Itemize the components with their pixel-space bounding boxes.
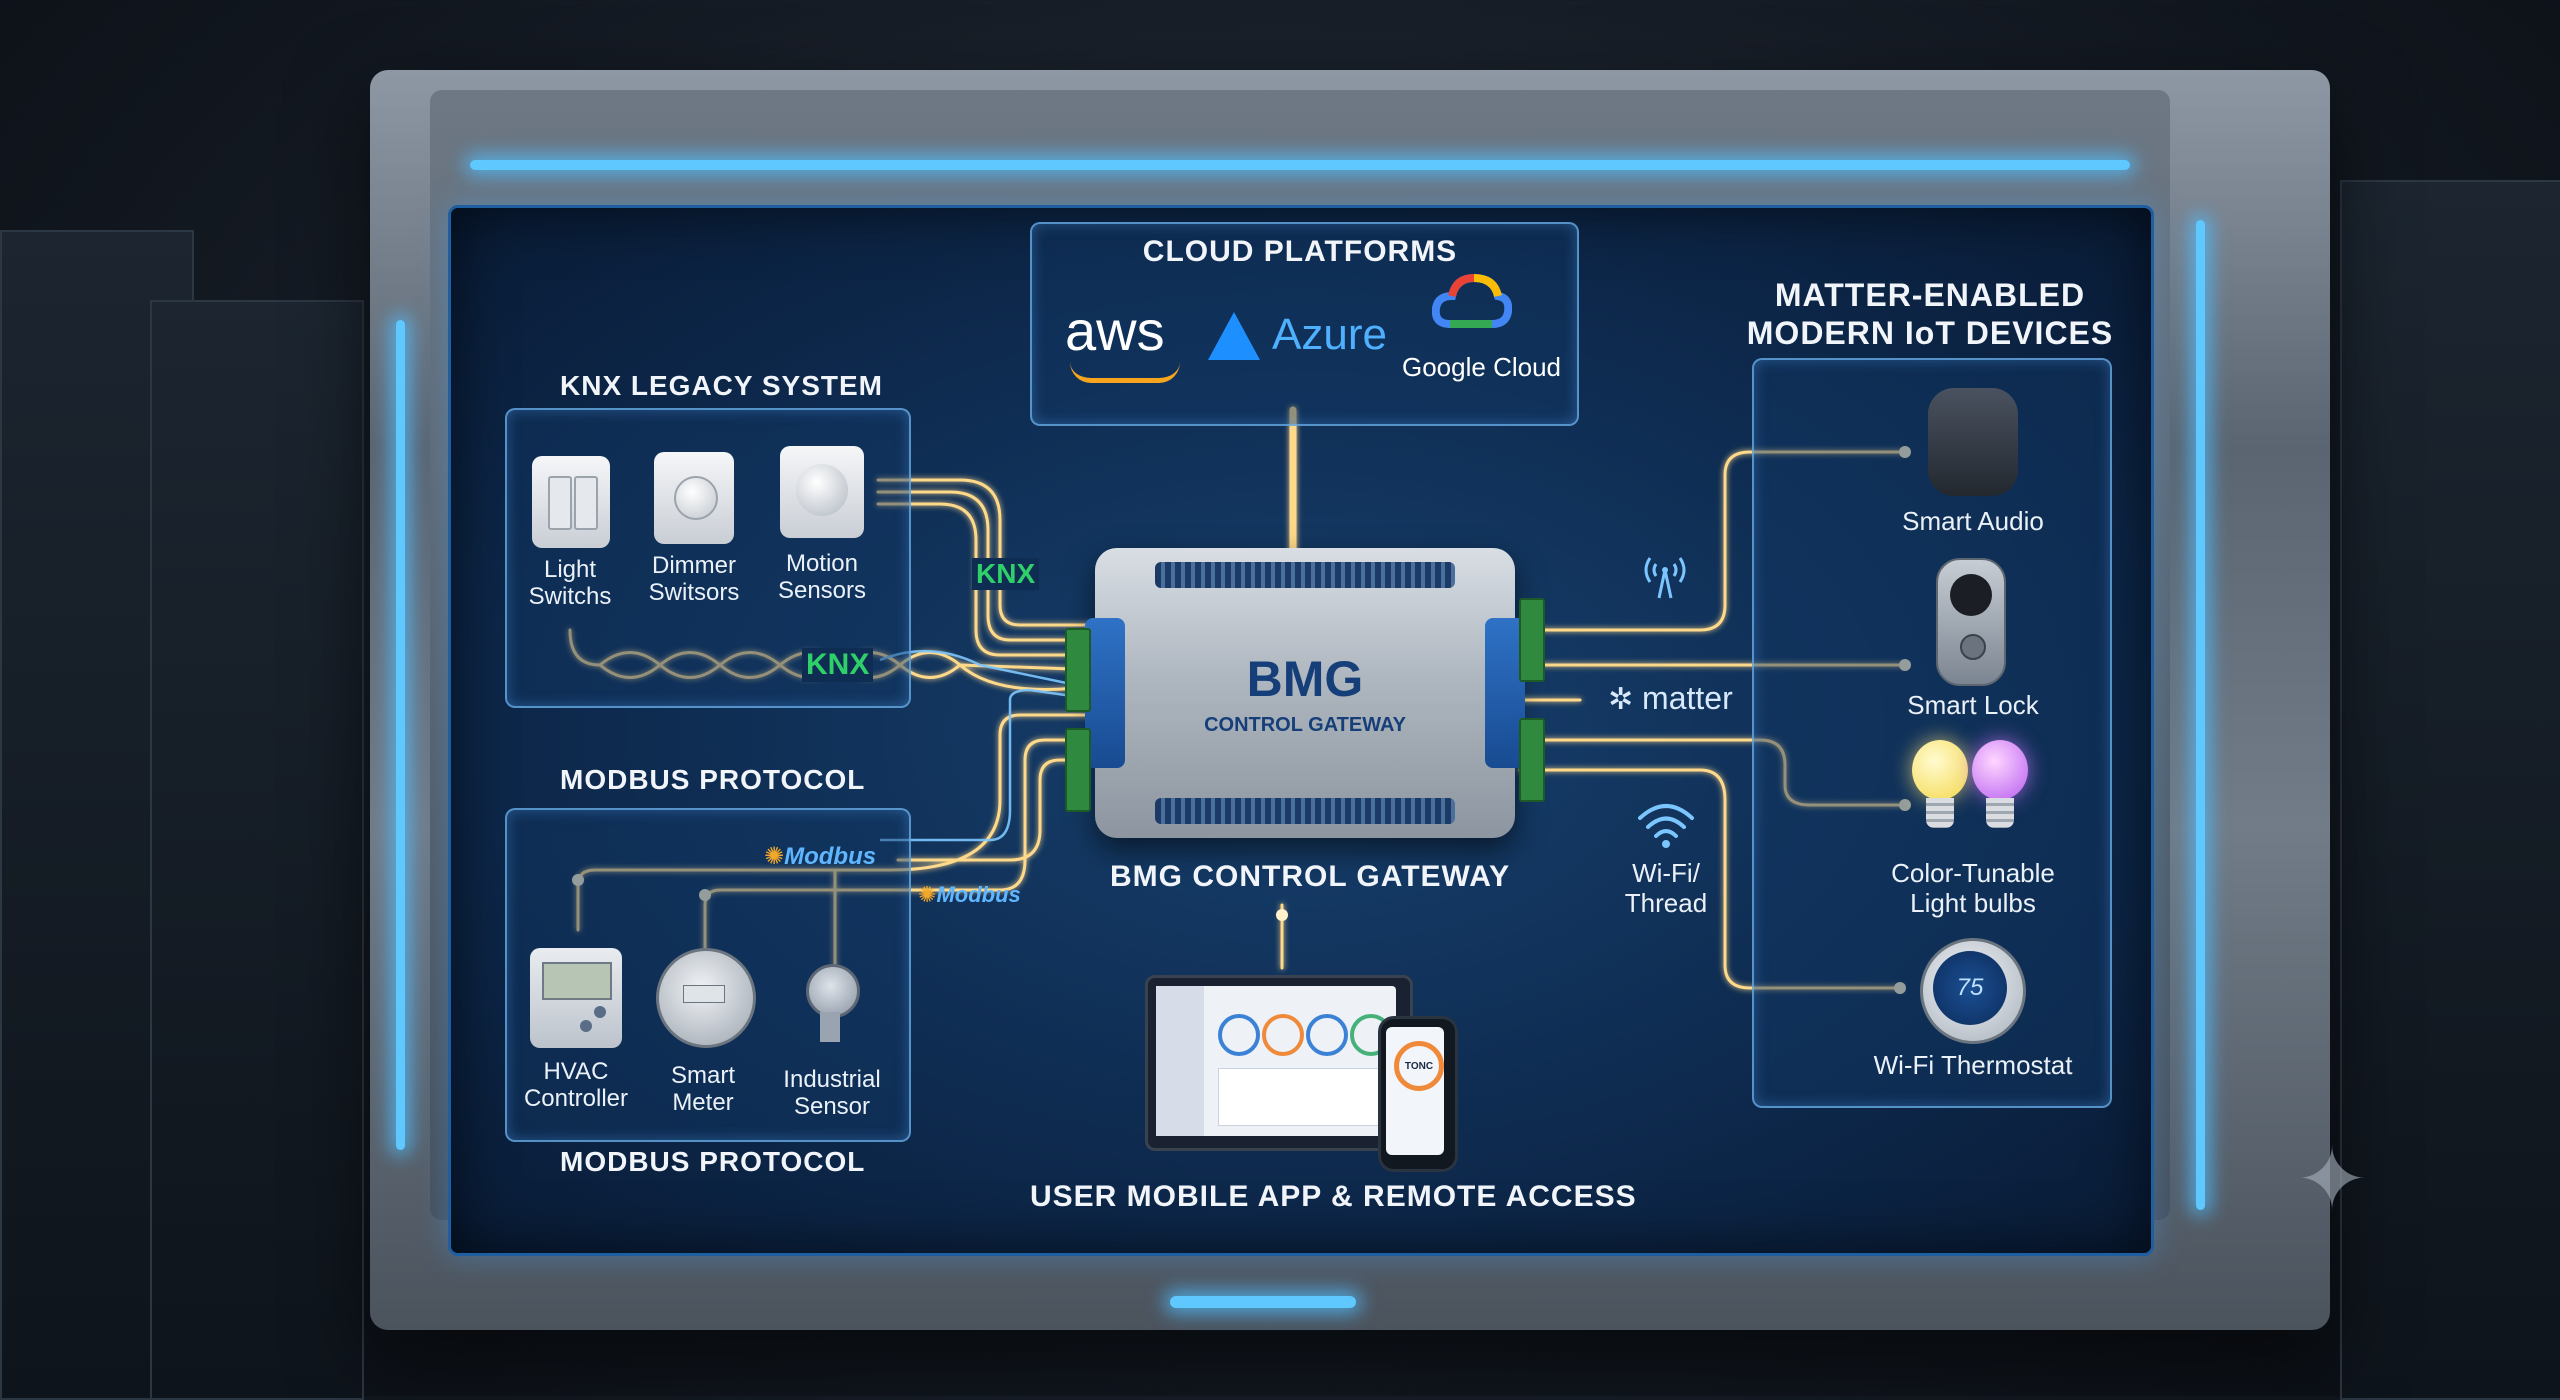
matter-star-icon: ✲ [1608,683,1634,716]
knx-badge-top: KNX [972,558,1040,590]
phone-app-icon: TONC [1378,1016,1458,1172]
modbus-badge-1: ✺Modbus [764,843,877,870]
line-matter-thermostat [1518,768,1902,990]
matter-logo: ✲ matter [1608,680,1733,716]
glow-bar-bottom [1170,1296,1356,1308]
tablet-app-icon [1145,975,1413,1151]
line-matter-bulbs [1518,738,1907,807]
line-modbus-1 [576,713,1102,932]
line-matter-audio [1518,450,1907,632]
hvac-controller-icon [530,948,622,1048]
line-knx-3 [876,502,1102,657]
knx-badge-bottom: KNX [802,648,874,682]
antenna-signal-icon [1640,548,1690,602]
glow-bar-top [470,160,2130,170]
line-knx-1 [876,478,1102,627]
light-switch-icon [532,456,610,548]
bulb-base-icon-2 [1986,798,2014,828]
bmg-gateway-device [1065,548,1545,838]
dimmer-switch-icon [654,452,734,544]
google-cloud-icon [1432,272,1512,334]
thermostat-reading: 75 [1956,974,1984,1001]
motion-sensor-icon [780,446,864,538]
aws-logo-text: aws [1065,299,1165,362]
modbus-title-top: MODBUS PROTOCOL [560,764,866,795]
smart-audio-icon [1928,388,2018,496]
matter-device-label-0: Smart Audio [1902,506,2044,536]
server-rack-left-2 [150,300,364,1400]
industrial-sensor-icon [790,956,870,1042]
bulb-base-icon-1 [1926,798,1954,828]
glow-bar-right [2196,220,2205,1210]
smart-lock-icon [1936,558,2006,686]
azure-logo-text: Azure [1272,310,1387,359]
gateway-subtitle: CONTROL GATEWAY [1204,714,1406,736]
wifi-thread-label: Wi-Fi/Thread [1624,858,1708,918]
matter-device-label-3: Wi-Fi Thermostat [1873,1050,2073,1080]
thermostat-icon: 75 [1920,938,2026,1044]
server-rack-right [2340,180,2560,1400]
gateway-name: BMG [1246,651,1364,707]
color-bulb-icon-2 [1972,740,2028,800]
aws-smile-icon [1070,362,1180,383]
app-caption: USER MOBILE APP & REMOTE ACCESS [1030,1180,1637,1213]
gateway-caption: BMG CONTROL GATEWAY [1110,860,1511,893]
sparkle-icon: ✦ [2296,1132,2369,1228]
line-knx-2 [876,490,1102,642]
modbus-gear-icon: ✺ [764,843,785,870]
line-modbus-4 [896,758,1102,862]
google-cloud-text: Google Cloud [1402,352,1561,382]
knx-title: KNX LEGACY SYSTEM [560,370,883,401]
color-bulb-icon-1 [1912,740,1968,800]
matter-device-label-1: Smart Lock [1907,690,2039,720]
glow-bar-left [396,320,405,1150]
phone-reading: TONC [1404,1060,1434,1072]
smart-meter-icon [656,948,756,1048]
modbus-title-bottom: MODBUS PROTOCOL [560,1146,866,1177]
modbus-badge-2: ✺Modbus [918,882,1021,907]
azure-icon [1208,312,1260,360]
cloud-platforms-title: CLOUD PLATFORMS [1142,235,1458,268]
wifi-icon [1634,798,1698,852]
modbus-gear-icon-2: ✺ [918,882,937,907]
aws-logo: aws [1065,298,1165,363]
